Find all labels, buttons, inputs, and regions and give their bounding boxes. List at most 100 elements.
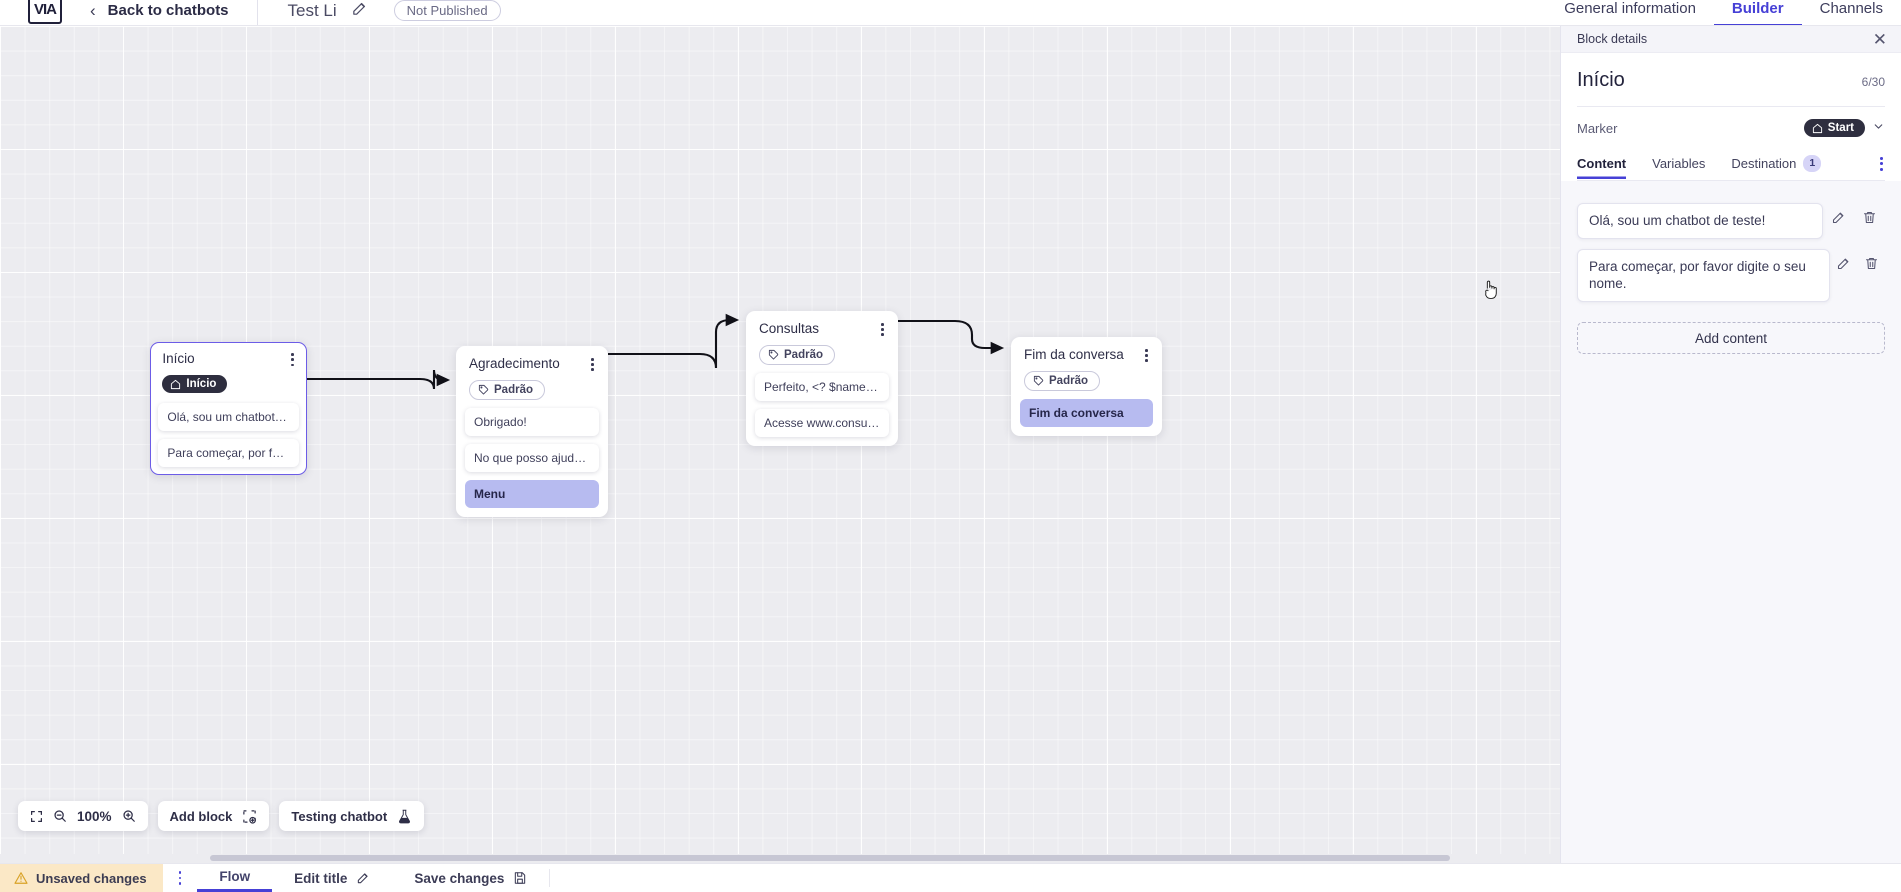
marker-start-badge: Start	[1803, 119, 1865, 137]
status-bar-kebab-icon[interactable]	[163, 864, 198, 892]
node-menu-kebab-icon[interactable]	[286, 351, 299, 368]
edit-title-label: Edit title	[294, 870, 348, 886]
unsaved-changes-label: Unsaved changes	[36, 870, 147, 886]
chevron-down-icon[interactable]	[1872, 120, 1885, 136]
save-disk-icon	[515, 872, 526, 884]
node-message[interactable]: Obrigado!	[465, 408, 599, 437]
flow-canvas[interactable]: Início Início Olá, sou um chatbot de tes…	[0, 26, 1560, 863]
panel-body: Início 6/30 Marker Start	[1561, 53, 1901, 181]
add-block-button[interactable]: Add block	[157, 801, 270, 831]
marker-row: Marker Start	[1577, 107, 1885, 148]
unsaved-changes-indicator: Unsaved changes	[0, 864, 163, 892]
status-bar-flow-tab[interactable]: Flow	[197, 864, 273, 892]
back-to-chatbots-link[interactable]: Back to chatbots	[107, 1, 229, 19]
content-text[interactable]: Para começar, por favor digite o seu nom…	[1577, 249, 1830, 303]
edge-agradecimento-consultas	[608, 313, 740, 369]
panel-tab-label: Destination	[1731, 155, 1797, 171]
testing-chatbot-button[interactable]: Testing chatbot	[279, 801, 425, 831]
tab-general-information[interactable]: General information	[1564, 0, 1696, 17]
marker-label: Marker	[1577, 120, 1618, 136]
node-start-badge-label: Início	[186, 378, 217, 391]
status-bar-divider	[549, 869, 551, 887]
delete-content-trash-icon[interactable]	[1858, 249, 1886, 271]
node-menu-kebab-icon[interactable]	[876, 321, 889, 338]
node-title: Consultas	[759, 321, 820, 336]
block-details-panel: Block details ✕ Início 6/30 Marker Start	[1560, 26, 1901, 863]
flow-node-agradecimento[interactable]: Agradecimento Padrão Obrigado! No que po…	[456, 346, 608, 518]
node-message[interactable]: Perfeito, <? $name ?>!	[755, 373, 889, 402]
app-logo-text: VIA	[33, 1, 57, 18]
panel-divider	[1577, 106, 1885, 107]
fit-to-screen-icon[interactable]	[30, 810, 43, 823]
zoom-controls: 100%	[18, 801, 148, 831]
flow-label: Flow	[219, 869, 251, 884]
node-message-end[interactable]: Fim da conversa	[1020, 399, 1153, 428]
node-message[interactable]: Acesse www.consultas.com par...	[755, 409, 889, 438]
node-header: Consultas	[755, 321, 889, 338]
canvas-toolbar: 100% Add block Testing chatbot	[18, 801, 425, 831]
mouse-cursor-pointer-icon	[1485, 280, 1497, 299]
node-message[interactable]: No que posso ajudar, <? $name ...	[465, 444, 599, 473]
panel-tab-destination[interactable]: Destination 1	[1731, 148, 1822, 180]
node-menu-kebab-icon[interactable]	[586, 356, 599, 373]
edit-content-pencil-icon[interactable]	[1823, 203, 1854, 225]
bot-title: Test Li	[287, 0, 337, 20]
destination-count-badge: 1	[1803, 155, 1822, 172]
flow-node-fim-da-conversa[interactable]: Fim da conversa Padrão Fim da conversa	[1011, 337, 1162, 437]
delete-content-trash-icon[interactable]	[1854, 203, 1885, 225]
add-block-icon	[242, 809, 257, 824]
tab-channels[interactable]: Channels	[1819, 0, 1883, 17]
edge-inicio-agradecimento	[307, 369, 451, 390]
save-changes-button[interactable]: Save changes	[392, 864, 549, 892]
tag-icon	[768, 350, 779, 360]
node-menu-kebab-icon[interactable]	[1140, 347, 1153, 364]
marker-select[interactable]: Start	[1803, 119, 1885, 137]
node-default-badge-label: Padrão	[784, 348, 823, 361]
status-bar: Unsaved changes Flow Edit title Save cha…	[0, 863, 1901, 892]
marker-value: Start	[1827, 122, 1854, 134]
node-title: Fim da conversa	[1024, 347, 1124, 362]
zoom-in-icon[interactable]	[122, 809, 136, 823]
top-bar: VIA ‹ Back to chatbots Test Li Not Publi…	[0, 0, 1901, 26]
zoom-level-label: 100%	[77, 808, 112, 824]
edit-title-button[interactable]: Edit title	[272, 864, 392, 892]
back-chevron-icon[interactable]: ‹	[90, 0, 96, 20]
zoom-out-icon[interactable]	[53, 809, 67, 823]
tab-builder[interactable]: Builder	[1713, 0, 1802, 25]
close-icon[interactable]: ✕	[1872, 29, 1887, 49]
panel-tab-content[interactable]: Content	[1577, 149, 1626, 179]
edit-bot-title-pencil-icon[interactable]	[351, 0, 368, 22]
page-title: Início	[1577, 69, 1625, 91]
node-title: Início	[162, 351, 195, 367]
title-char-count: 6/30	[1861, 75, 1885, 89]
panel-tab-variables[interactable]: Variables	[1652, 149, 1705, 179]
flow-node-inicio[interactable]: Início Início Olá, sou um chatbot de tes…	[150, 342, 307, 476]
node-message[interactable]: Para começar, por favor digite o ...	[158, 438, 299, 467]
edit-content-pencil-icon[interactable]	[1830, 249, 1858, 271]
node-message-menu[interactable]: Menu	[465, 480, 599, 509]
flow-node-consultas[interactable]: Consultas Padrão Perfeito, <? $name ?>! …	[746, 311, 898, 447]
publish-status-badge: Not Published	[393, 0, 501, 21]
node-default-badge-label: Padrão	[494, 383, 533, 396]
home-icon	[1812, 123, 1822, 133]
node-header: Agradecimento	[465, 356, 599, 373]
content-list: Olá, sou um chatbot de teste! Para começ…	[1561, 181, 1901, 312]
canvas-horizontal-scrollbar[interactable]	[0, 854, 1560, 863]
node-default-badge: Padrão	[469, 379, 545, 400]
content-row: Para começar, por favor digite o seu nom…	[1577, 249, 1886, 303]
tag-icon	[1033, 376, 1044, 386]
panel-tabs: Content Variables Destination 1	[1577, 148, 1885, 181]
content-text[interactable]: Olá, sou um chatbot de teste!	[1577, 202, 1823, 240]
edge-consultas-fim	[898, 319, 1005, 355]
canvas-scrollbar-thumb[interactable]	[210, 855, 1450, 861]
add-content-button[interactable]: Add content	[1577, 322, 1885, 355]
panel-tabs-kebab-icon[interactable]	[1878, 151, 1885, 176]
pencil-icon	[358, 873, 368, 884]
node-start-badge: Início	[162, 375, 228, 394]
top-bar-divider	[256, 0, 258, 25]
node-message[interactable]: Olá, sou um chatbot de teste!	[158, 402, 299, 431]
testing-chatbot-label: Testing chatbot	[291, 808, 388, 824]
content-row: Olá, sou um chatbot de teste!	[1577, 202, 1885, 240]
node-header: Início	[158, 351, 298, 368]
